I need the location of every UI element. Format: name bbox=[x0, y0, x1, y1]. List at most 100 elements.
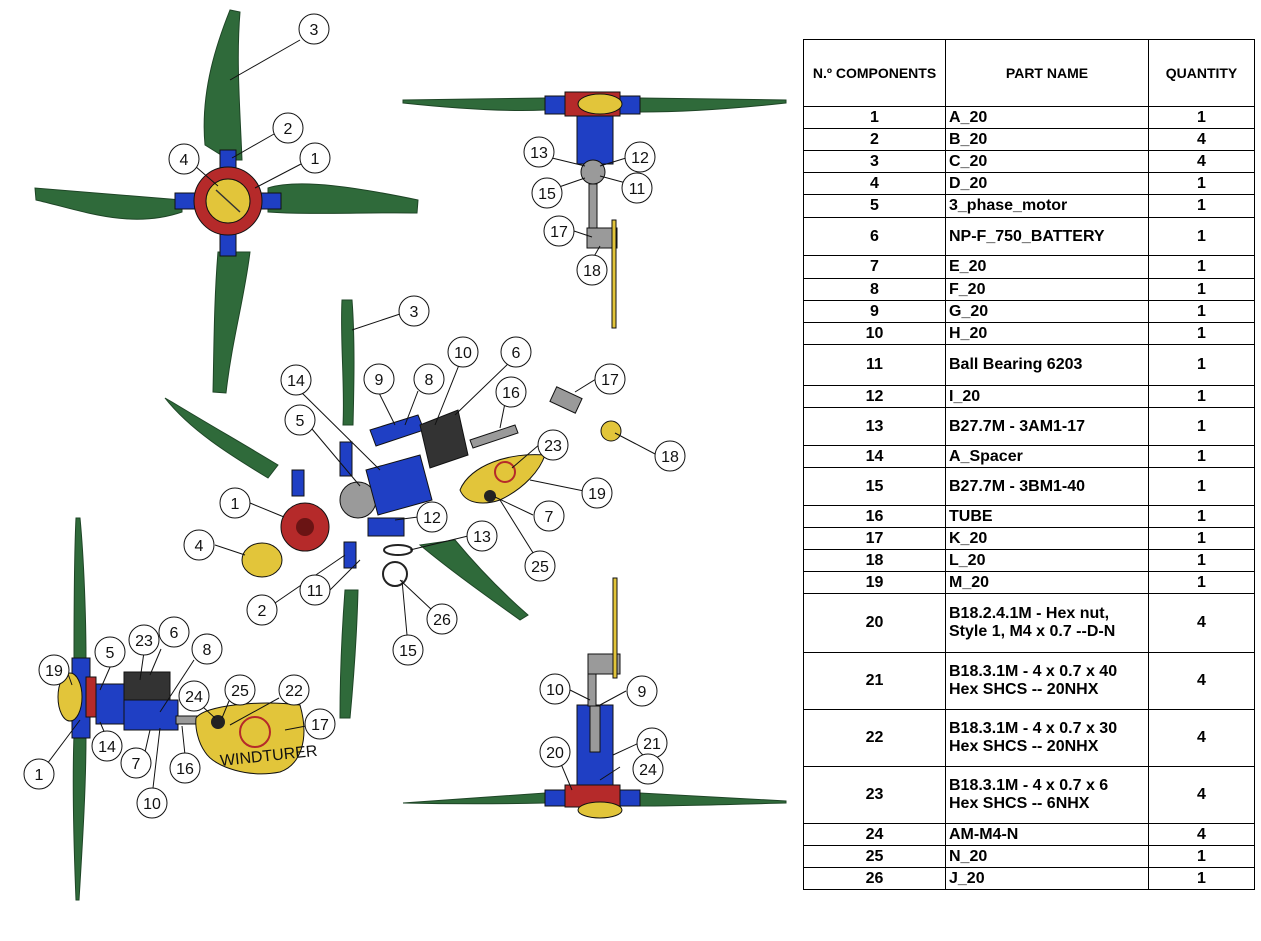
balloon-circle bbox=[178, 680, 210, 712]
balloon-label: 10 bbox=[143, 796, 161, 813]
component-number: 19 bbox=[803, 571, 946, 594]
tube bbox=[469, 424, 519, 449]
component-number: 14 bbox=[803, 445, 946, 468]
balloon-circle bbox=[654, 440, 686, 472]
balloon-label: 7 bbox=[545, 509, 554, 526]
exploded-view bbox=[164, 299, 622, 719]
part-name: AM-M4-N bbox=[945, 823, 1149, 846]
blade-rear-right bbox=[639, 792, 787, 807]
part-name: I_20 bbox=[945, 385, 1149, 408]
blade-up bbox=[203, 9, 243, 161]
quantity: 1 bbox=[1148, 106, 1255, 129]
balloon-label: 3 bbox=[310, 22, 319, 39]
balloon-circle bbox=[169, 752, 201, 784]
quantity: 1 bbox=[1148, 322, 1255, 345]
balloon-circle bbox=[539, 736, 571, 768]
quantity: 1 bbox=[1148, 549, 1255, 572]
quantity: 1 bbox=[1148, 407, 1255, 446]
part-name: B27.7M - 3AM1-17 bbox=[945, 407, 1149, 446]
balloon-circle bbox=[523, 136, 555, 168]
balloon-circle bbox=[392, 634, 424, 666]
component-number: 13 bbox=[803, 407, 946, 446]
balloon-label: 4 bbox=[180, 152, 189, 169]
balloon-label: 26 bbox=[433, 612, 451, 629]
component-number: 17 bbox=[803, 527, 946, 550]
balloon-label: 2 bbox=[258, 603, 267, 620]
balloon-label: 19 bbox=[588, 486, 606, 503]
part-name: D_20 bbox=[945, 172, 1149, 195]
balloon-label: 15 bbox=[538, 186, 556, 203]
quantity: 1 bbox=[1148, 845, 1255, 868]
balloon-circle bbox=[543, 215, 575, 247]
quantity: 4 bbox=[1148, 709, 1255, 767]
component-number: 2 bbox=[803, 128, 946, 151]
balloon-circle bbox=[624, 141, 656, 173]
balloon-label: 6 bbox=[170, 625, 179, 642]
bracket bbox=[369, 414, 425, 447]
part-name: M_20 bbox=[945, 571, 1149, 594]
balloon-label: 24 bbox=[185, 689, 203, 706]
balloon-circle bbox=[626, 675, 658, 707]
quantity: 1 bbox=[1148, 255, 1255, 279]
tail-fin bbox=[459, 454, 546, 504]
balloon-circle bbox=[576, 254, 608, 286]
header-part-name: PART NAME bbox=[945, 39, 1149, 107]
balloon-circle bbox=[38, 654, 70, 686]
leader-lines bbox=[46, 39, 658, 791]
balloon-circle bbox=[594, 363, 626, 395]
quantity: 1 bbox=[1148, 467, 1255, 506]
balloon-circle bbox=[363, 363, 395, 395]
balloon-circle bbox=[136, 787, 168, 819]
balloon-label: 23 bbox=[544, 438, 562, 455]
balloon-label: 19 bbox=[45, 663, 63, 680]
battery bbox=[419, 409, 469, 469]
balloon-label: 13 bbox=[530, 145, 548, 162]
quantity: 4 bbox=[1148, 150, 1255, 173]
balloon-circle bbox=[272, 112, 304, 144]
quantity: 1 bbox=[1148, 445, 1255, 468]
balloon-label: 21 bbox=[643, 736, 661, 753]
part-name: L_20 bbox=[945, 549, 1149, 572]
part-name: TUBE bbox=[945, 505, 1149, 528]
balloon-label: 4 bbox=[195, 538, 204, 555]
balloon-label: 10 bbox=[454, 345, 472, 362]
balloon-circle bbox=[168, 143, 200, 175]
balloon-circle bbox=[413, 363, 445, 395]
balloon-circle bbox=[537, 429, 569, 461]
balloon-circle bbox=[191, 633, 223, 665]
rear-view bbox=[402, 577, 787, 819]
balloon-circle bbox=[426, 603, 458, 635]
blade-exploded-right bbox=[418, 539, 529, 621]
balloon-circle bbox=[246, 594, 278, 626]
balloon-label: 25 bbox=[531, 559, 549, 576]
table-header-row: N.º COMPONENTS PART NAME QUANTITY bbox=[803, 39, 1255, 107]
blade-rear-left bbox=[402, 792, 546, 805]
balloon-circle bbox=[495, 376, 527, 408]
quantity: 1 bbox=[1148, 172, 1255, 195]
part-name: C_20 bbox=[945, 150, 1149, 173]
part-name: B_20 bbox=[945, 128, 1149, 151]
balloon-circle bbox=[533, 500, 565, 532]
component-number: 18 bbox=[803, 549, 946, 572]
part-name: G_20 bbox=[945, 300, 1149, 323]
part-name: NP-F_750_BATTERY bbox=[945, 217, 1149, 256]
balloon-circle bbox=[531, 177, 563, 209]
balloon-label: 17 bbox=[601, 372, 619, 389]
component-number: 23 bbox=[803, 766, 946, 824]
balloon-label: 25 bbox=[231, 683, 249, 700]
component-number: 22 bbox=[803, 709, 946, 767]
